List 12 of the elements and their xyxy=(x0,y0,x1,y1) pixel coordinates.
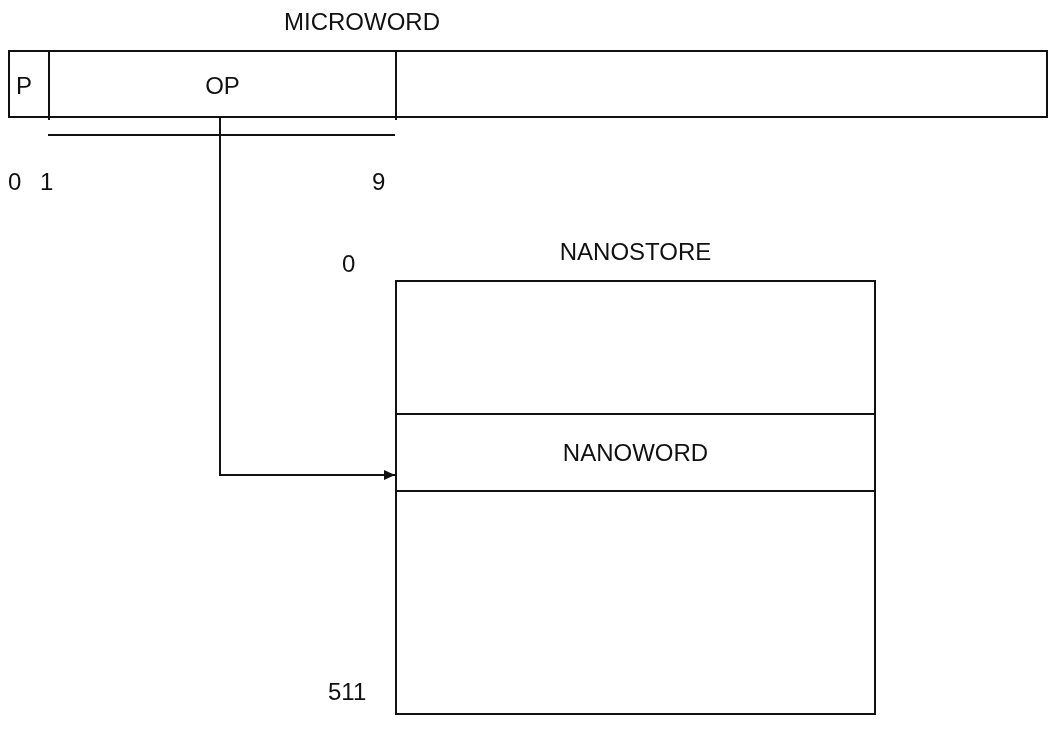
address-label: 0 xyxy=(342,250,356,278)
bit-number: 9 xyxy=(372,168,386,196)
address-label: 511 xyxy=(328,678,367,706)
field-label: NANOWORD xyxy=(562,438,709,467)
arrow xyxy=(219,117,396,480)
heading-label: NANOSTORE xyxy=(559,238,712,266)
field-box xyxy=(395,413,876,492)
field-label: P xyxy=(16,72,32,100)
field-label: OP xyxy=(205,72,240,100)
heading-label: MICROWORD xyxy=(284,8,440,36)
bit-number: 0 xyxy=(8,168,22,196)
bit-number: 1 xyxy=(40,168,54,196)
